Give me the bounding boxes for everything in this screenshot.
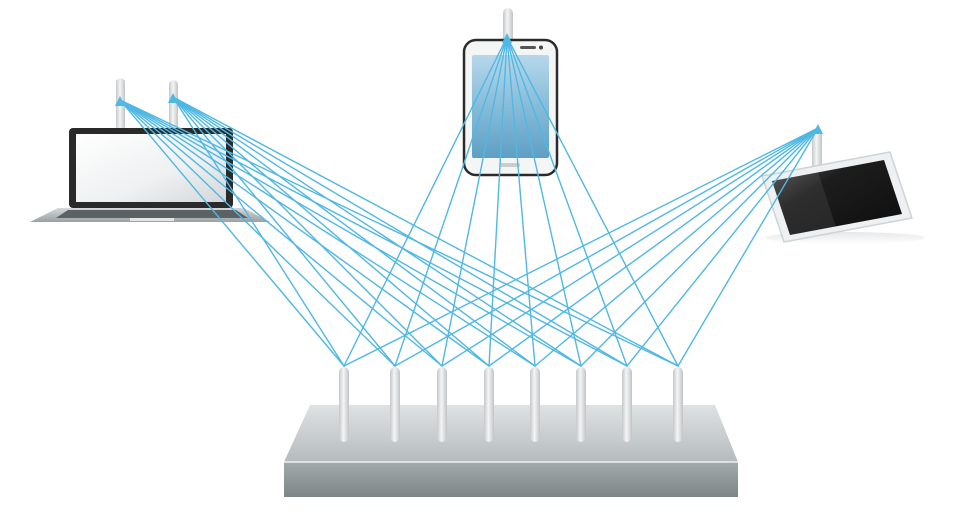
signal-beam	[441, 127, 819, 367]
laptop-screen	[76, 134, 226, 202]
signal-beam	[343, 127, 819, 367]
router-antenna	[339, 367, 349, 442]
signal-beam	[119, 99, 628, 367]
phone-speaker	[520, 46, 536, 49]
router-antenna	[484, 367, 494, 442]
signal-beam	[119, 99, 536, 367]
tablet-screen	[772, 160, 902, 235]
signal-beam	[441, 36, 508, 367]
beam-arrowhead	[502, 33, 512, 43]
router-antenna	[673, 367, 683, 442]
beam-arrowhead	[813, 124, 823, 134]
router-top	[284, 405, 738, 462]
tablet-reflection	[772, 172, 836, 235]
laptop-icon	[30, 78, 270, 222]
router-antenna	[390, 367, 400, 442]
signal-beam	[488, 36, 508, 367]
signal-beam	[172, 96, 628, 367]
signal-beam	[172, 96, 443, 367]
laptop-antenna	[169, 80, 178, 130]
beam-arrowhead	[115, 96, 125, 106]
signal-beam	[172, 96, 679, 367]
router-antenna	[437, 367, 447, 442]
signal-beams	[115, 33, 823, 367]
signal-beam	[506, 36, 628, 367]
signal-beam	[506, 36, 582, 367]
signal-beam	[172, 96, 490, 367]
signal-beam	[506, 36, 679, 367]
signal-beam	[172, 96, 582, 367]
signal-beam	[119, 99, 490, 367]
phone-camera	[539, 45, 543, 50]
signal-beam	[488, 127, 819, 367]
router-antenna	[622, 367, 632, 442]
tablet-antenna	[812, 128, 822, 174]
tablet-icon	[761, 128, 925, 244]
router-antenna	[576, 367, 586, 442]
signal-beam	[119, 99, 345, 367]
router-icon	[284, 367, 738, 497]
signal-beam	[119, 99, 396, 367]
signal-beam	[119, 99, 582, 367]
laptop-keyboard	[56, 210, 248, 218]
signal-beam	[626, 127, 819, 367]
smartphone-icon	[462, 8, 559, 177]
router-antennas	[339, 367, 683, 442]
signal-beam	[394, 127, 819, 367]
signal-beam	[677, 127, 819, 367]
signal-beam	[394, 36, 508, 367]
signal-beam	[119, 99, 679, 367]
signal-beam	[506, 36, 536, 367]
signal-beam	[580, 127, 819, 367]
router-front	[284, 462, 738, 497]
signal-beam	[172, 96, 345, 367]
router-antenna	[530, 367, 540, 442]
phone-home-button	[500, 163, 520, 167]
signal-beam	[172, 96, 536, 367]
signal-beam	[343, 36, 508, 367]
signal-beam	[119, 99, 443, 367]
laptop-trackpad	[130, 218, 174, 221]
beam-arrowhead	[168, 93, 178, 103]
signal-beam	[534, 127, 819, 367]
signal-beam	[172, 96, 396, 367]
